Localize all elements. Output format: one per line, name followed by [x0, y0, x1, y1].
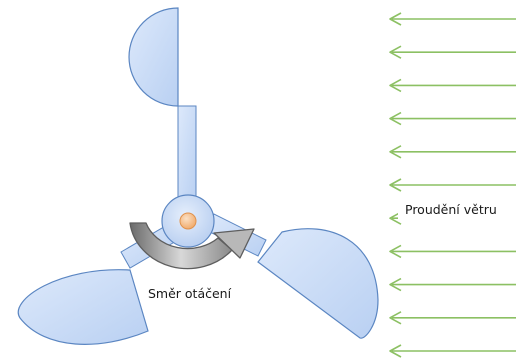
- wind-arrow: [389, 244, 516, 259]
- rotation-arrowhead: [213, 228, 255, 259]
- wind-arrow: [389, 12, 516, 26]
- wind-arrow: [389, 277, 516, 292]
- blade-paddle-lower-left: [17, 269, 149, 345]
- wind-arrow: [389, 111, 516, 126]
- wind-arrow: [389, 311, 516, 325]
- rotation-direction-label: Směr otáčení: [148, 286, 232, 301]
- wind-arrow: [389, 344, 516, 358]
- wind-arrow: [389, 78, 516, 93]
- blade-paddle-top: [128, 7, 179, 107]
- hub-center-dot: [179, 212, 197, 230]
- wind-arrow: [389, 145, 516, 159]
- wind-arrow: [389, 45, 516, 59]
- wind-flow-label: Proudění větru: [405, 202, 497, 217]
- wind-arrow: [389, 178, 516, 192]
- rotation-direction-arrow: [129, 222, 255, 270]
- wind-label-background: [398, 198, 516, 220]
- blade-shaft-top: [177, 105, 197, 203]
- blade-paddle-right: [257, 228, 379, 339]
- wind-flow-arrows: [389, 12, 516, 358]
- propeller-blade-top: [128, 7, 197, 203]
